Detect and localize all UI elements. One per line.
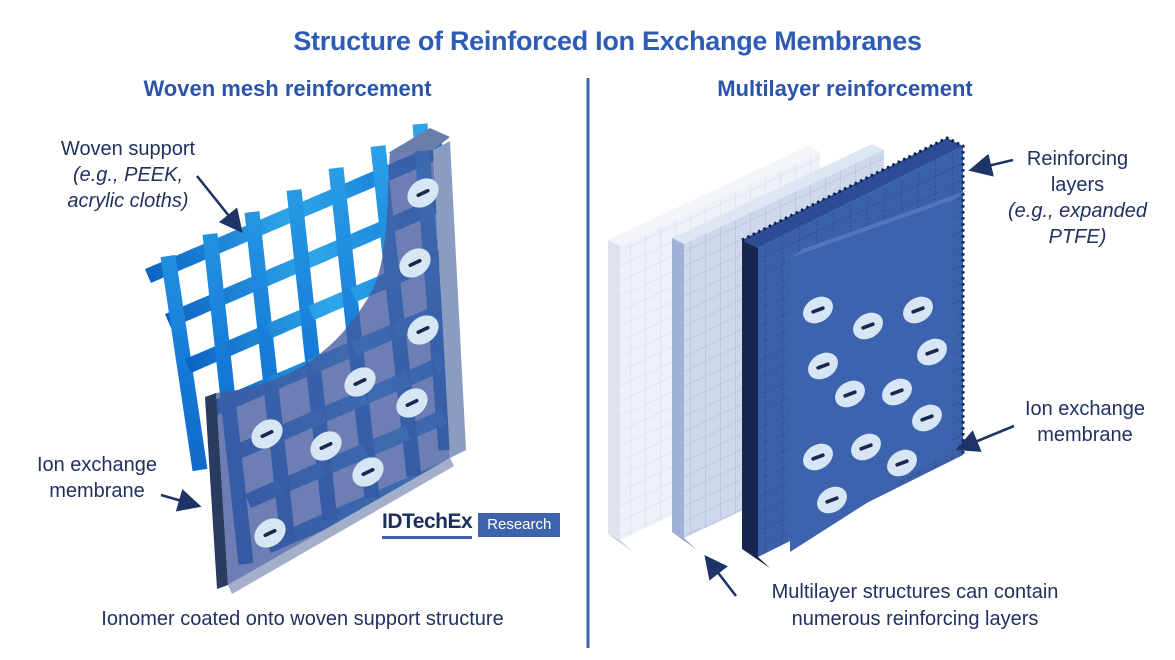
woven-support-example-line1: (e.g., PEEK, xyxy=(72,164,184,186)
ion-exchange-membrane-left xyxy=(205,128,466,594)
ptfe-dotted-edge xyxy=(741,136,965,455)
left-panel-subtitle: Woven mesh reinforcement xyxy=(143,76,432,101)
membrane-top-face xyxy=(790,191,966,258)
annotation-ion-exchange-left: Ion exchange membrane xyxy=(12,452,182,504)
membrane-right-edge xyxy=(433,141,466,458)
ion-exchange-right-line1: Ion exchange xyxy=(1024,398,1146,420)
arrow-membrane-left xyxy=(160,488,202,512)
annotation-reinforcing-layers: Reinforcing layers (e.g., expanded PTFE) xyxy=(985,146,1170,250)
idtechex-logo: IDTechEx Research xyxy=(382,511,561,539)
ion-exchange-right-line2: membrane xyxy=(1037,424,1133,446)
membrane-top-face xyxy=(388,128,450,153)
membrane-side-face xyxy=(205,393,228,589)
logo-research-badge: Research xyxy=(478,513,561,537)
logo-brand: IDTechEx xyxy=(382,511,473,539)
ion-exchange-left-line1: Ion exchange xyxy=(36,454,158,476)
right-panel-subtitle: Multilayer reinforcement xyxy=(717,76,973,101)
arrow-reinforcing-layers xyxy=(968,153,1014,177)
membrane-front-face xyxy=(216,150,450,585)
arrow-woven-support xyxy=(195,175,243,234)
right-caption-line2: numerous reinforcing layers xyxy=(791,608,1039,630)
right-caption-line1: Multilayer structures can contain xyxy=(771,581,1059,603)
annotation-arrows xyxy=(160,153,1015,597)
left-panel-caption: Ionomer coated onto woven support struct… xyxy=(101,608,504,630)
woven-support-example-line2: acrylic cloths) xyxy=(67,190,189,212)
annotation-woven-support: Woven support (e.g., PEEK, acrylic cloth… xyxy=(28,136,228,214)
ion-exchange-membrane-right xyxy=(790,191,966,552)
reinforcing-example-line1: (e.g., expanded xyxy=(1008,200,1147,222)
arrow-membrane-right xyxy=(955,424,1015,452)
arrow-multilayer xyxy=(704,554,738,597)
ion-exchange-left-line2: membrane xyxy=(49,480,145,502)
reinforcing-layers-line1: Reinforcing xyxy=(1026,148,1129,170)
reinforcing-layers-line2: layers xyxy=(1050,174,1105,196)
page-title: Structure of Reinforced Ion Exchange Mem… xyxy=(293,26,922,56)
woven-support-label: Woven support xyxy=(60,138,196,160)
annotation-ion-exchange-right: Ion exchange membrane xyxy=(995,396,1175,448)
right-panel-caption: Multilayer structures can contain numero… xyxy=(700,579,1130,633)
reinforcing-example-line2: PTFE) xyxy=(1048,226,1107,248)
membrane-bottom-edge xyxy=(228,458,454,594)
